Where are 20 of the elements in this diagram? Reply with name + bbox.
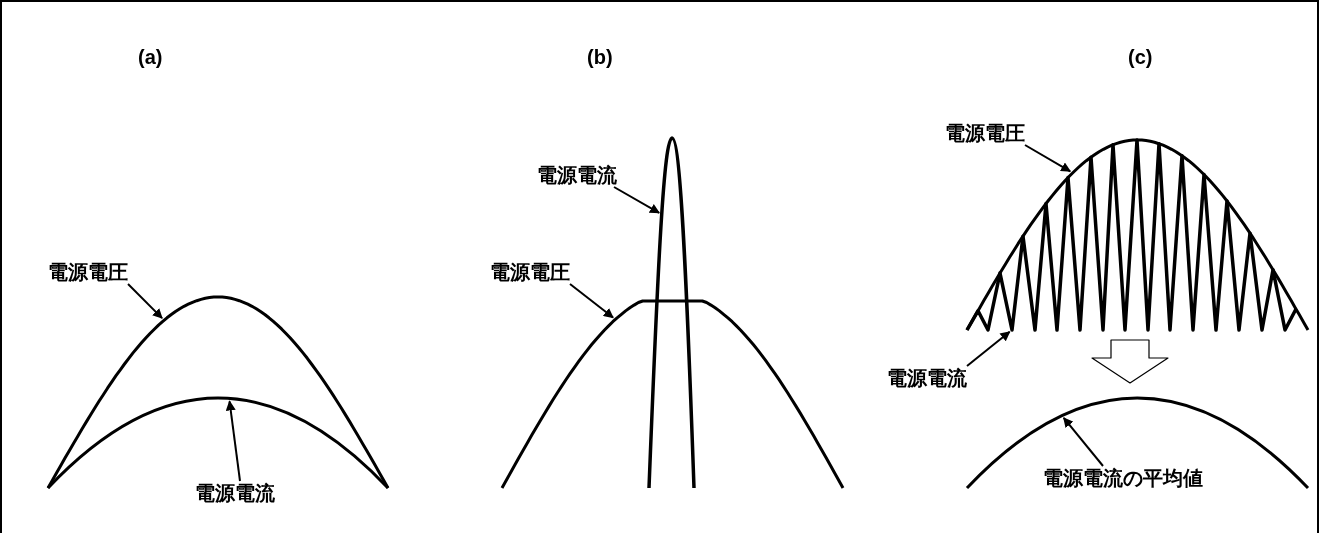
leader-line [127, 283, 164, 320]
panel-label: (b) [587, 45, 613, 69]
voltage-curve [500, 299, 845, 489]
leader-line [613, 186, 661, 214]
leader-line [1062, 416, 1104, 467]
curve-label: 電源電流 [537, 163, 617, 187]
panel-label: (c) [1128, 45, 1153, 69]
leader-line [569, 283, 615, 319]
average-current-curve [965, 396, 1310, 490]
curve-label: 電源電流 [887, 366, 967, 390]
leader-line [966, 330, 1011, 367]
block-arrow [1091, 339, 1169, 384]
panel-label: (a) [138, 45, 163, 69]
leader-line [1024, 144, 1072, 173]
curve-label: 電源電圧 [945, 121, 1025, 145]
curve-label: 電源電圧 [490, 260, 570, 284]
current-curve [647, 136, 696, 489]
curve-label: 電源電流 [195, 481, 275, 505]
leader-line [225, 400, 241, 482]
curve-label: 電源電圧 [48, 260, 128, 284]
